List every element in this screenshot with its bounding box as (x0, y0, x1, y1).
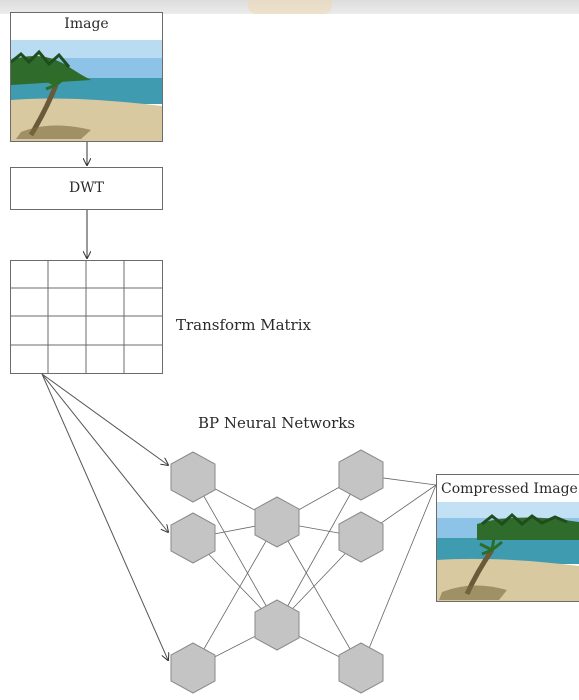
hidden-node-1 (254, 496, 300, 548)
connector-arrow (41, 373, 168, 660)
output-node-2 (338, 511, 384, 563)
input-node-1 (170, 451, 216, 503)
connector-arrow (41, 373, 168, 532)
compressed-image-label: Compressed Image (441, 481, 578, 497)
input-node-3 (170, 642, 216, 694)
input-node-2 (170, 512, 216, 564)
input-beach-photo (11, 40, 162, 141)
watermark-logo (248, 0, 332, 14)
hidden-node-2 (254, 599, 300, 651)
output-node-1 (338, 449, 384, 501)
output-node-3 (338, 642, 384, 694)
input-image-label: Image (64, 16, 109, 32)
connector-arrow (41, 373, 168, 465)
transform-matrix-grid (10, 260, 163, 374)
transform-matrix-label: Transform Matrix (176, 316, 311, 334)
dwt-box: DWT (10, 167, 163, 210)
compressed-beach-photo (437, 502, 579, 601)
dwt-label: DWT (69, 180, 104, 196)
network-label: BP Neural Networks (198, 414, 356, 432)
